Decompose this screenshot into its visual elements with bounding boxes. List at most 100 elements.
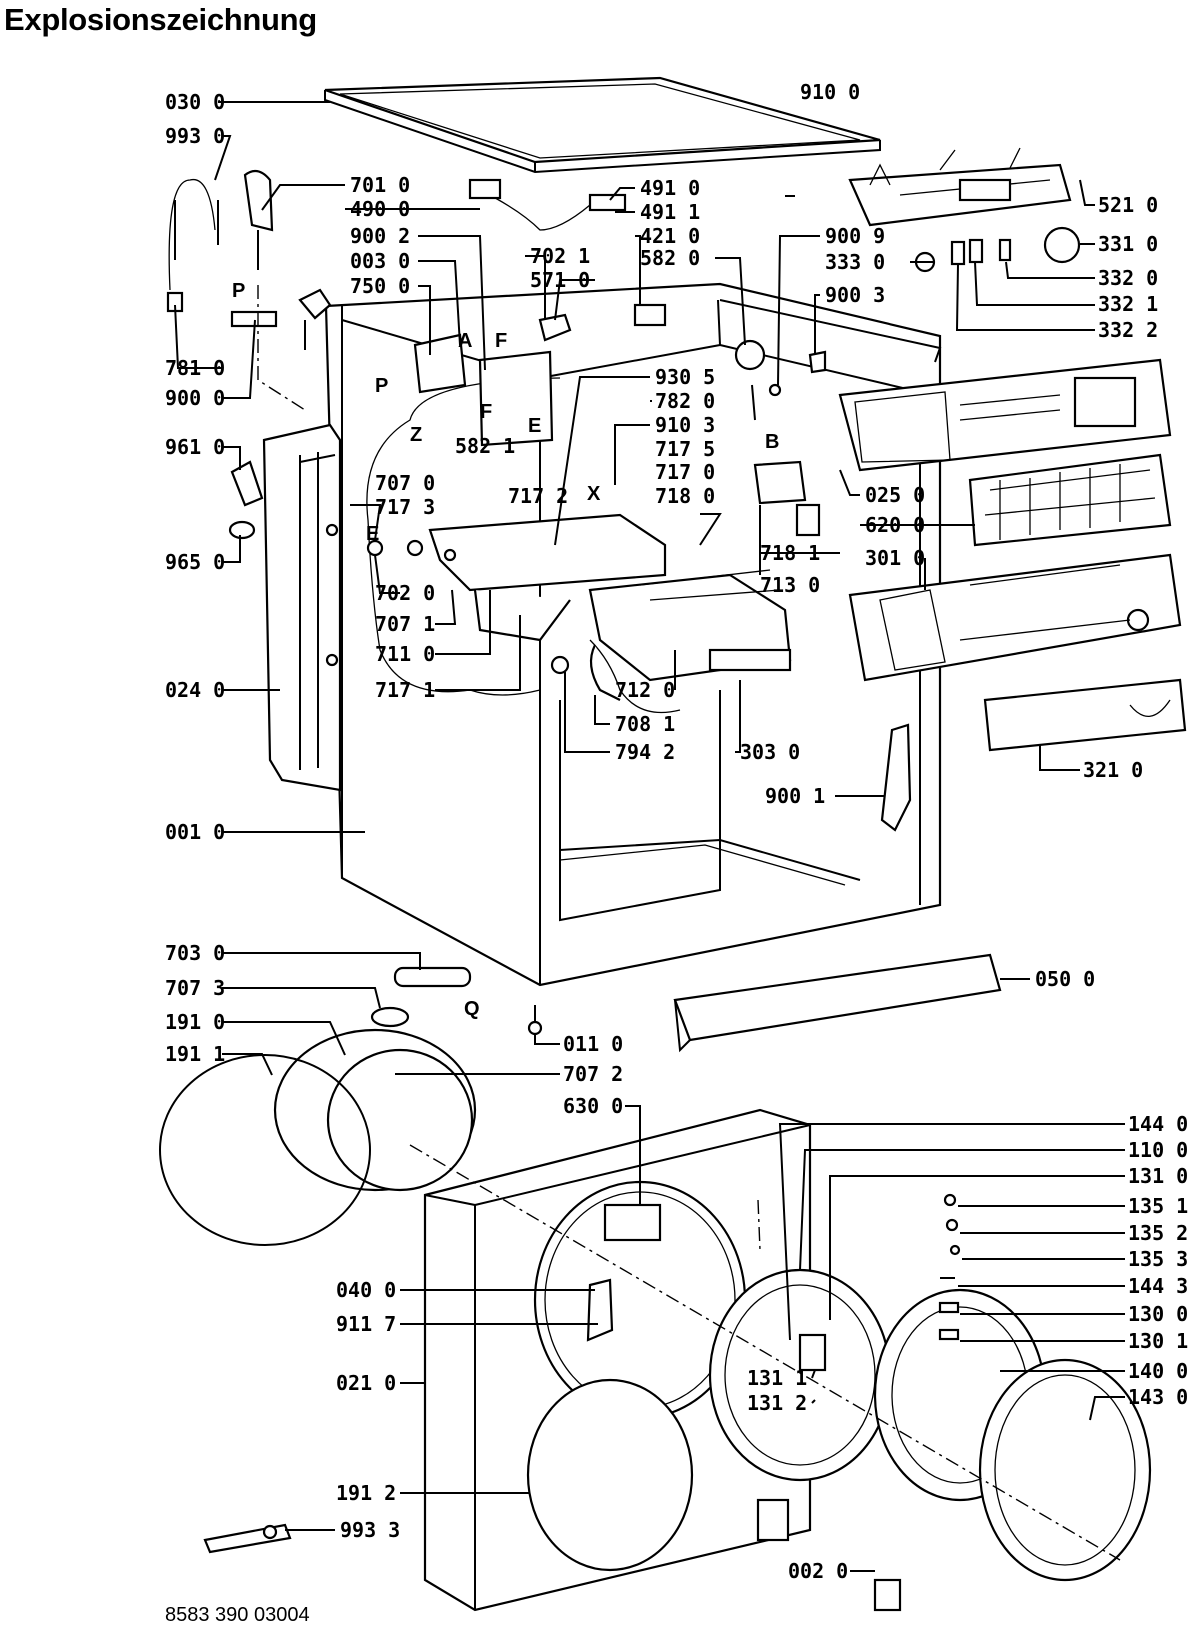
part-label-900-9: 900 9 [825, 224, 885, 248]
callout-p-cabinet: P [375, 375, 388, 397]
page-title: Explosionszeichnung [4, 2, 317, 37]
part-label-717-2: 717 2 [508, 484, 568, 508]
part-label-707-2: 707 2 [563, 1062, 623, 1086]
part-label-140-0: 140 0 [1128, 1359, 1188, 1383]
top-lid-drawing [324, 76, 881, 174]
part-label-050-0: 050 0 [1035, 967, 1095, 991]
part-label-910-3: 910 3 [655, 413, 715, 437]
part-label-135-1: 135 1 [1128, 1194, 1188, 1218]
assembly-axes [257, 285, 1121, 1561]
part-label-713-0: 713 0 [760, 573, 820, 597]
part-label-110-0: 110 0 [1128, 1138, 1188, 1162]
part-label-965-0: 965 0 [165, 550, 225, 574]
part-label-781-0: 781 0 [165, 356, 225, 380]
callout-z: Z [410, 424, 422, 446]
part-label-191-1: 191 1 [165, 1042, 225, 1066]
part-label-331-0: 331 0 [1098, 232, 1158, 256]
part-label-131-2: 131 2 [747, 1391, 807, 1415]
part-label-910-0: 910 0 [800, 80, 860, 104]
part-label-620-0: 620 0 [865, 513, 925, 537]
callout-x: X [587, 483, 601, 505]
part-label-718-1: 718 1 [760, 541, 820, 565]
part-label-717-1: 717 1 [375, 678, 435, 702]
part-number-labels: 030 0 993 0 910 0 701 0 490 0 900 2 003 … [165, 80, 1188, 1583]
detergent-drawer-drawing [366, 513, 792, 714]
part-label-794-2: 794 2 [615, 740, 675, 764]
part-label-131-1: 131 1 [747, 1366, 807, 1390]
leader-lines [174, 101, 1125, 1572]
part-label-900-3: 900 3 [825, 283, 885, 307]
part-label-703-0: 703 0 [165, 941, 225, 965]
part-label-900-0: 900 0 [165, 386, 225, 410]
part-label-131-0: 131 0 [1128, 1164, 1188, 1188]
door-drawing [708, 1193, 1152, 1612]
part-label-521-0: 521 0 [1098, 193, 1158, 217]
part-label-911-7: 911 7 [336, 1312, 396, 1336]
part-label-491-0: 491 0 [640, 176, 700, 200]
part-label-930-5: 930 5 [655, 365, 715, 389]
part-label-630-0: 630 0 [563, 1094, 623, 1118]
part-label-708-1: 708 1 [615, 712, 675, 736]
part-label-702-1: 702 1 [530, 244, 590, 268]
part-label-900-1: 900 1 [765, 784, 825, 808]
part-label-144-0: 144 0 [1128, 1112, 1188, 1136]
part-label-130-0: 130 0 [1128, 1302, 1188, 1326]
control-panels-drawing [838, 147, 1187, 752]
part-label-750-0: 750 0 [350, 274, 410, 298]
part-label-135-2: 135 2 [1128, 1221, 1188, 1245]
part-label-040-0: 040 0 [336, 1278, 396, 1302]
part-label-961-0: 961 0 [165, 435, 225, 459]
part-label-702-0: 702 0 [375, 581, 435, 605]
tool-drawing [203, 1523, 292, 1554]
part-label-135-3: 135 3 [1128, 1247, 1188, 1271]
part-label-707-3: 707 3 [165, 976, 225, 1000]
part-label-490-0: 490 0 [350, 197, 410, 221]
drawing-number: 8583 390 03004 [165, 1604, 310, 1626]
front-panel-drawing [423, 1108, 812, 1612]
callout-e-left: E [366, 523, 379, 545]
side-panel-drawing [262, 423, 342, 792]
callout-q: Q [464, 998, 480, 1020]
part-label-491-1: 491 1 [640, 200, 700, 224]
part-label-021-0: 021 0 [336, 1371, 396, 1395]
part-label-718-0: 718 0 [655, 484, 715, 508]
part-label-707-1: 707 1 [375, 612, 435, 636]
part-label-701-0: 701 0 [350, 173, 410, 197]
part-label-321-0: 321 0 [1083, 758, 1143, 782]
part-label-301-0: 301 0 [865, 546, 925, 570]
part-label-712-0: 712 0 [615, 678, 675, 702]
callout-letters: P P A F F Z E E B X Q [232, 280, 779, 1020]
plinth-and-seal-drawing [159, 953, 1002, 1246]
part-label-003-0: 003 0 [350, 249, 410, 273]
part-label-900-2: 900 2 [350, 224, 410, 248]
part-label-143-0: 143 0 [1128, 1385, 1188, 1409]
part-label-782-0: 782 0 [655, 389, 715, 413]
callout-f-top: F [495, 330, 507, 352]
part-label-303-0: 303 0 [740, 740, 800, 764]
part-label-717-3: 717 3 [375, 495, 435, 519]
part-label-421-0: 421 0 [640, 224, 700, 248]
part-label-717-0: 717 0 [655, 460, 715, 484]
part-label-333-0: 333 0 [825, 250, 885, 274]
part-label-571-0: 571 0 [530, 268, 590, 292]
part-label-011-0: 011 0 [563, 1032, 623, 1056]
part-label-717-5: 717 5 [655, 437, 715, 461]
callout-a: A [458, 330, 472, 352]
part-label-002-0: 002 0 [788, 1559, 848, 1583]
part-label-191-2: 191 2 [336, 1481, 396, 1505]
part-label-130-1: 130 1 [1128, 1329, 1188, 1353]
part-label-001-0: 001 0 [165, 820, 225, 844]
part-label-030-0: 030 0 [165, 90, 225, 114]
part-label-993-3: 993 3 [340, 1518, 400, 1542]
part-label-711-0: 711 0 [375, 642, 435, 666]
callout-p-hose: P [232, 280, 245, 302]
hoses-and-valves-drawing [166, 169, 912, 832]
part-label-144-3: 144 3 [1128, 1274, 1188, 1298]
callout-f-bottom: F [480, 401, 492, 423]
callout-e-top: E [528, 415, 541, 437]
part-label-332-0: 332 0 [1098, 266, 1158, 290]
part-label-707-0: 707 0 [375, 471, 435, 495]
part-label-582-0: 582 0 [640, 246, 700, 270]
part-label-024-0: 024 0 [165, 678, 225, 702]
